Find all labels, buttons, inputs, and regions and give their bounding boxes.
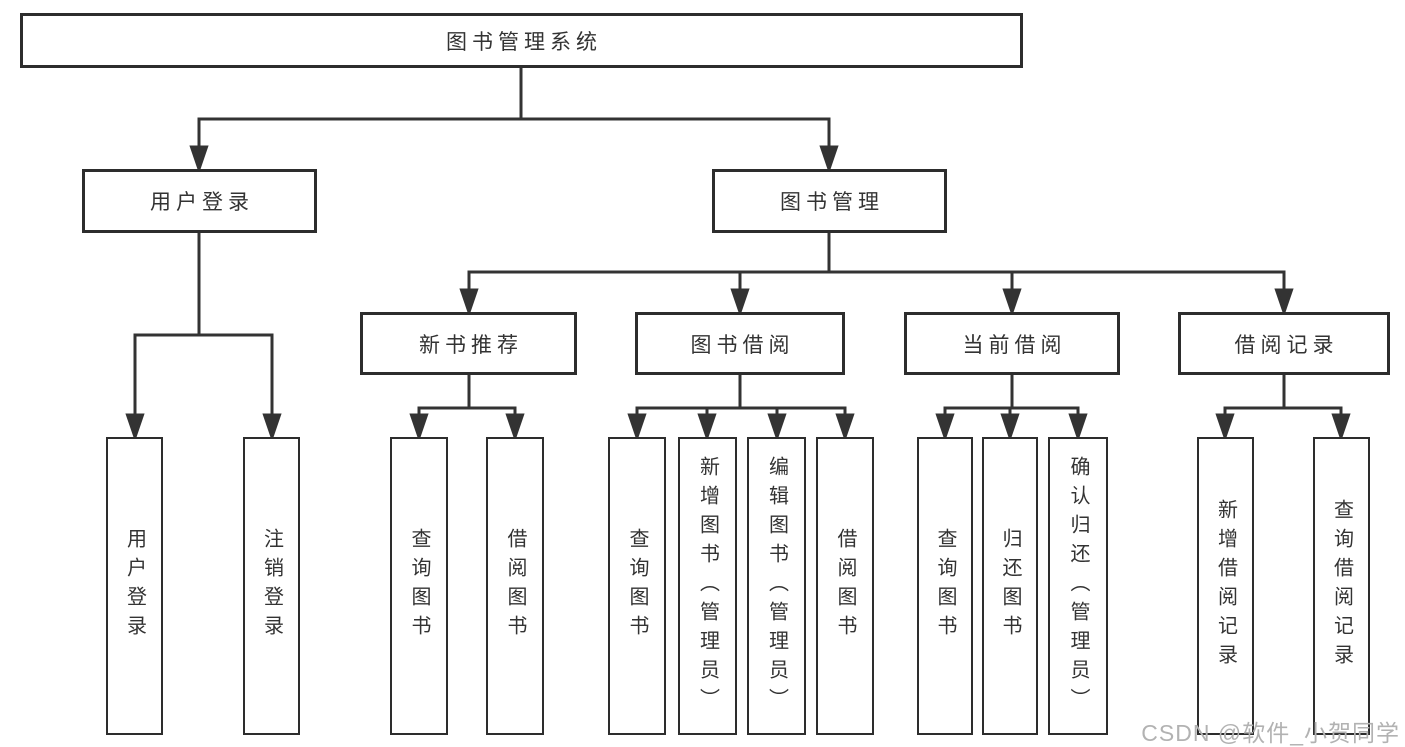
connector-book-mgmt-to-level3: [459, 233, 1294, 317]
leaf-query-books-1: 查询图书: [390, 437, 448, 735]
node-book-borrow: 图书借阅: [635, 312, 845, 375]
node-user-login-label: 用户登录: [150, 191, 254, 214]
arrowhead: [1068, 413, 1088, 442]
node-root: 图书管理系统: [20, 13, 1023, 68]
connector-root-to-level2: [189, 68, 839, 174]
leaf-add-borrow-record: 新增借阅记录: [1197, 437, 1254, 735]
csdn-watermark: CSDN @软件_小贺同学: [1141, 720, 1400, 746]
node-new-book-recommend-label: 新书推荐: [419, 333, 523, 357]
arrowhead: [459, 288, 479, 317]
leaf-logout: 注销登录: [243, 437, 300, 735]
leaf-query-books-2: 查询图书: [608, 437, 666, 735]
arrowhead: [627, 413, 647, 442]
arrowhead: [1215, 413, 1235, 442]
leaf-query-books-3-label: 查询图书: [934, 528, 956, 644]
node-book-management-label: 图书管理: [780, 191, 884, 214]
arrowhead: [819, 145, 839, 174]
arrowhead: [1274, 288, 1294, 317]
arrowhead: [505, 413, 525, 442]
leaf-query-books-3: 查询图书: [917, 437, 973, 735]
leaf-query-books-1-label: 查询图书: [408, 528, 430, 644]
leaf-query-books-2-label: 查询图书: [626, 528, 648, 644]
node-borrow-records: 借阅记录: [1178, 312, 1390, 375]
arrowhead: [767, 413, 787, 442]
arrowhead: [409, 413, 429, 442]
arrowhead: [835, 413, 855, 442]
leaf-add-books-admin: 新增图书（管理员）: [678, 437, 737, 735]
leaf-confirm-return-admin: 确认归还（管理员）: [1048, 437, 1108, 735]
arrowhead: [1331, 413, 1351, 442]
leaf-edit-books-admin: 编辑图书（管理员）: [747, 437, 806, 735]
leaf-add-books-admin-label: 新增图书（管理员）: [696, 455, 719, 717]
arrowhead: [1000, 413, 1020, 442]
leaf-logout-label: 注销登录: [260, 528, 283, 644]
arrowhead: [125, 413, 145, 442]
arrowhead: [730, 288, 750, 317]
leaf-return-books: 归还图书: [982, 437, 1038, 735]
leaf-borrow-books-1-label: 借阅图书: [504, 528, 526, 644]
node-book-borrow-label: 图书借阅: [690, 333, 795, 357]
leaf-query-borrow-record: 查询借阅记录: [1313, 437, 1370, 735]
arrowhead: [1002, 288, 1022, 317]
leaf-borrow-books-2: 借阅图书: [816, 437, 874, 735]
leaf-user-login-label: 用户登录: [123, 528, 146, 644]
node-root-label: 图书管理系统: [446, 30, 602, 54]
leaf-return-books-label: 归还图书: [999, 528, 1021, 644]
arrowhead: [697, 413, 717, 442]
connector-records-to-leaves: [1215, 375, 1351, 442]
leaf-confirm-return-admin-label: 确认归还（管理员）: [1067, 455, 1089, 717]
node-current-borrow-label: 当前借阅: [962, 333, 1067, 357]
arrowhead: [935, 413, 955, 442]
node-book-management: 图书管理: [712, 169, 947, 233]
leaf-add-borrow-record-label: 新增借阅记录: [1214, 499, 1237, 673]
arrowhead: [262, 413, 282, 442]
node-new-book-recommend: 新书推荐: [360, 312, 577, 375]
node-borrow-records-label: 借阅记录: [1234, 333, 1339, 357]
node-user-login: 用户登录: [82, 169, 317, 233]
connector-user-login-to-leaves: [125, 233, 282, 442]
leaf-user-login: 用户登录: [106, 437, 163, 735]
leaf-borrow-books-2-label: 借阅图书: [834, 528, 856, 644]
connector-current-to-leaves: [935, 375, 1088, 442]
arrowhead: [189, 145, 209, 174]
leaf-edit-books-admin-label: 编辑图书（管理员）: [765, 455, 788, 717]
node-current-borrow: 当前借阅: [904, 312, 1120, 375]
connector-new-books-to-leaves: [409, 375, 525, 442]
leaf-borrow-books-1: 借阅图书: [486, 437, 544, 735]
leaf-query-borrow-record-label: 查询借阅记录: [1330, 499, 1353, 673]
connector-borrow-to-leaves: [627, 375, 855, 442]
